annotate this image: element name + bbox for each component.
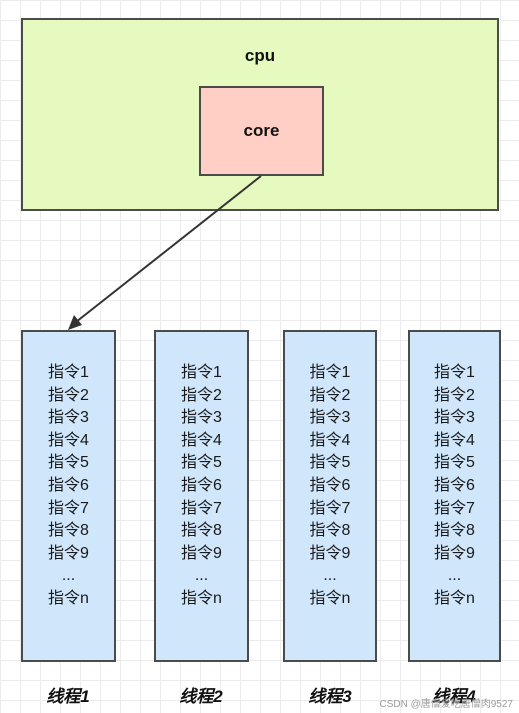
instruction-list-1: 指令1 指令2 指令3 指令4 指令5 指令6 指令7 指令8 指令9 ... … bbox=[23, 362, 114, 611]
instruction: 指令5 bbox=[181, 454, 222, 472]
instruction: 指令n bbox=[181, 589, 222, 607]
instruction-list-3: 指令1 指令2 指令3 指令4 指令5 指令6 指令7 指令8 指令9 ... … bbox=[285, 362, 375, 611]
instruction: 指令9 bbox=[181, 544, 222, 562]
instruction: 指令7 bbox=[309, 499, 351, 517]
instruction: 指令4 bbox=[181, 431, 222, 449]
instruction: 指令6 bbox=[434, 476, 475, 494]
instruction: 指令n bbox=[434, 589, 475, 607]
instruction: 指令8 bbox=[434, 522, 475, 540]
instruction: 指令4 bbox=[309, 431, 351, 449]
instruction: 指令6 bbox=[309, 476, 351, 494]
instruction: 指令7 bbox=[434, 499, 475, 517]
instruction: 指令1 bbox=[309, 364, 351, 381]
thread-box-3: 指令1 指令2 指令3 指令4 指令5 指令6 指令7 指令8 指令9 ... … bbox=[283, 330, 377, 662]
instruction: 指令1 bbox=[181, 364, 222, 381]
thread-label-3: 线程3 bbox=[308, 687, 352, 706]
instruction: ... bbox=[61, 567, 76, 585]
instruction: 指令1 bbox=[434, 364, 475, 381]
instruction: 指令5 bbox=[309, 454, 351, 472]
instruction: ... bbox=[447, 567, 462, 585]
thread-label-1: 线程1 bbox=[46, 687, 90, 706]
instruction: 指令6 bbox=[48, 476, 89, 494]
instruction: 指令9 bbox=[48, 544, 89, 562]
thread-label-2: 线程2 bbox=[179, 687, 223, 706]
instruction: 指令3 bbox=[309, 409, 351, 427]
instruction: 指令4 bbox=[48, 431, 89, 449]
instruction: 指令5 bbox=[48, 454, 89, 472]
instruction: 指令3 bbox=[434, 409, 475, 427]
instruction: 指令3 bbox=[48, 409, 89, 427]
instruction: 指令7 bbox=[181, 499, 222, 517]
instruction: 指令8 bbox=[181, 522, 222, 540]
thread-box-4: 指令1 指令2 指令3 指令4 指令5 指令6 指令7 指令8 指令9 ... … bbox=[408, 330, 501, 662]
instruction: ... bbox=[194, 567, 209, 585]
instruction: 指令6 bbox=[181, 476, 222, 494]
instruction: 指令9 bbox=[434, 544, 475, 562]
watermark: CSDN @唐僧爱吃唐僧肉9527 bbox=[379, 699, 513, 710]
instruction: 指令8 bbox=[48, 522, 89, 540]
instruction: 指令2 bbox=[48, 386, 89, 404]
instruction: 指令7 bbox=[48, 499, 89, 517]
instruction: 指令8 bbox=[309, 522, 351, 540]
instruction-list-4: 指令1 指令2 指令3 指令4 指令5 指令6 指令7 指令8 指令9 ... … bbox=[410, 362, 499, 611]
instruction: 指令3 bbox=[181, 409, 222, 427]
instruction: 指令2 bbox=[181, 386, 222, 404]
instruction: 指令9 bbox=[309, 544, 351, 562]
instruction: ... bbox=[323, 567, 337, 585]
thread-box-2: 指令1 指令2 指令3 指令4 指令5 指令6 指令7 指令8 指令9 ... … bbox=[154, 330, 249, 662]
instruction: 指令1 bbox=[48, 364, 89, 381]
thread-box-1: 指令1 指令2 指令3 指令4 指令5 指令6 指令7 指令8 指令9 ... … bbox=[21, 330, 116, 662]
core-label: core bbox=[243, 121, 280, 140]
instruction: 指令2 bbox=[434, 386, 475, 404]
arrow-head bbox=[68, 315, 82, 330]
core-box: core bbox=[199, 86, 324, 176]
instruction: 指令n bbox=[48, 589, 89, 607]
thread-label-4: 线程4 bbox=[432, 687, 476, 706]
instruction: 指令n bbox=[309, 589, 351, 607]
instruction: 指令2 bbox=[309, 386, 351, 404]
instruction-list-2: 指令1 指令2 指令3 指令4 指令5 指令6 指令7 指令8 指令9 ... … bbox=[156, 362, 247, 611]
instruction: 指令4 bbox=[434, 431, 475, 449]
instruction: 指令5 bbox=[434, 454, 475, 472]
cpu-label: cpu bbox=[244, 46, 276, 65]
